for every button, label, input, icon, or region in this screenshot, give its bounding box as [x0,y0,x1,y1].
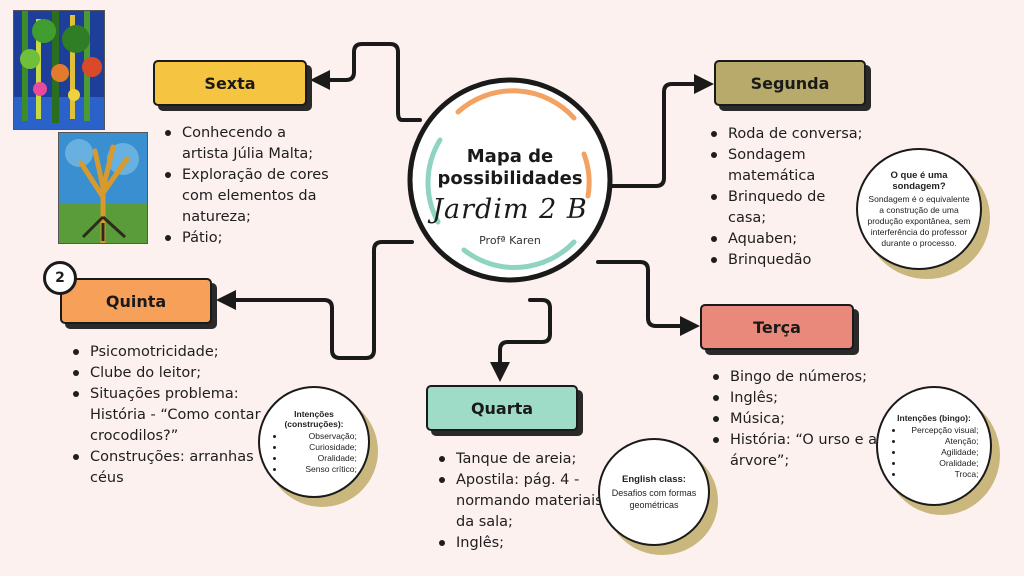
list-item: Música; [713,409,890,430]
list-item: Pátio; [165,228,332,249]
number-badge-text: 2 [55,270,65,286]
day-terca-label: Terça [753,317,801,337]
list-item: Inglês; [713,388,890,409]
day-segunda-label: Segunda [750,73,830,93]
forest-painting [13,10,105,130]
connector-quarta [490,298,552,382]
quinta-activity-list: Psicomotricidade; Clube do leitor; Situa… [68,342,268,489]
connector-quinta [216,240,414,360]
note-sondagem: O que é uma sondagem? Sondagem é o equiv… [856,148,982,270]
note-bingo: Intenções (bingo): Percepção visual; Ate… [876,386,992,506]
list-item: Brinquedão [711,250,868,271]
list-item: Sondagem matemática [711,145,868,187]
connector-segunda [596,74,714,188]
list-item: Observação; [285,431,357,442]
terca-activity-list: Bingo de números; Inglês; Música; Histór… [708,367,890,472]
list-item: Conhecendo a artista Júlia Malta; [165,123,332,165]
list-item: Exploração de cores com elementos da nat… [165,165,332,228]
note-construcoes: Intenções (construções): Observação; Cur… [258,386,370,498]
center-ring [407,77,613,283]
note-english: English class: Desafios com formas geomé… [598,438,710,546]
center-title-line2: possibilidades [437,168,583,189]
list-item: Senso crítico; [285,464,357,475]
day-quinta-label: Quinta [105,291,167,311]
list-item: Construções: arranhas céus [73,447,268,489]
list-item: Tanque de areia; [439,449,616,470]
note-construcoes-title: Intenções (construções): [284,409,344,429]
day-sexta-label: Sexta [204,73,256,93]
center-node: Mapa de possibilidades Jardim 2 B Profª … [404,74,616,286]
list-item: Psicomotricidade; [73,342,268,363]
segunda-activity-list: Roda de conversa; Sondagem matemática Br… [706,124,868,271]
day-quinta: Quinta [60,278,212,324]
list-item: História: “O urso e a árvore”; [713,430,890,472]
note-construcoes-list: Observação; Curiosidade; Oralidade; Sens… [271,431,357,475]
list-item: Brinquedo de casa; [711,187,868,229]
note-english-title: English class: [622,473,686,485]
note-sondagem-title: O que é uma sondagem? [890,169,948,192]
teacher-name: Profª Karen [479,234,541,247]
list-item: Oralidade; [285,453,357,464]
note-bingo-list: Percepção visual; Atenção; Agilidade; Or… [890,425,979,480]
list-item: Atenção; [904,436,979,447]
day-terca: Terça [700,304,854,350]
number-badge: 2 [43,261,77,295]
day-quarta-label: Quarta [470,398,534,418]
list-item: Oralidade; [904,458,978,469]
connector-sexta [310,42,422,122]
sexta-activity-list: Conhecendo a artista Júlia Malta; Explor… [160,123,332,249]
list-item: Aquaben; [711,229,868,250]
quarta-activity-list: Tanque de areia; Apostila: pág. 4 - norm… [434,449,616,554]
connector-terca [596,260,700,336]
note-bingo-title: Intenções (bingo): [897,412,971,423]
class-name: Jardim 2 B [432,194,588,225]
tree-painting [58,132,148,244]
day-quarta: Quarta [426,385,578,431]
list-item: Bingo de números; [713,367,890,388]
center-title: Mapa de possibilidades [404,146,616,190]
list-item: Clube do leitor; [73,363,268,384]
list-item: Situações problema: História - “Como con… [73,384,268,447]
list-item: Roda de conversa; [711,124,868,145]
list-item: Troca; [904,469,979,480]
day-sexta: Sexta [153,60,307,106]
list-item: Curiosidade; [285,442,357,453]
note-sondagem-text: Sondagem é o equivalente a construção de… [867,193,971,248]
list-item: Apostila: pág. 4 - normando materiais da… [439,470,616,533]
note-english-text: Desafios com formas geométricas [611,487,697,510]
list-item: Percepção visual; [904,425,978,436]
list-item: Inglês; [439,533,616,554]
list-item: Agilidade; [904,447,978,458]
day-segunda: Segunda [714,60,866,106]
center-title-line1: Mapa de [466,146,554,167]
